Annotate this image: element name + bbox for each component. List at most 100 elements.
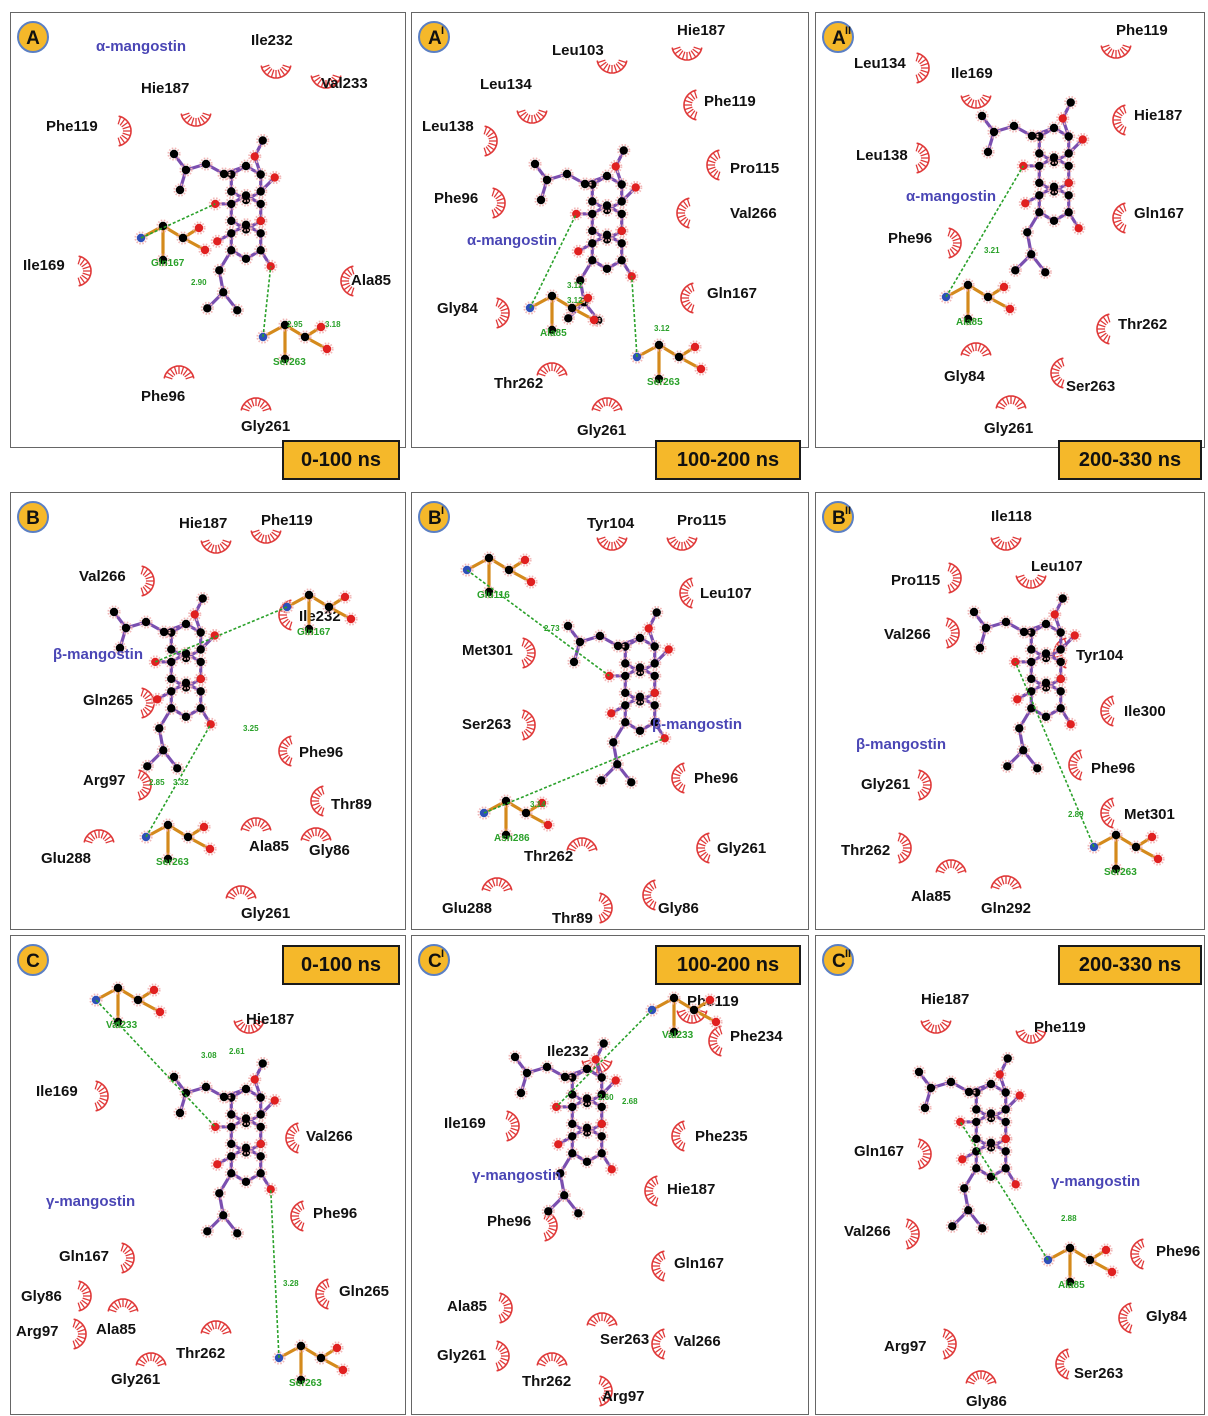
oxygen-atom bbox=[551, 1137, 565, 1151]
carbon-atom bbox=[224, 197, 238, 211]
residue-label: Phe96 bbox=[1156, 1243, 1200, 1260]
hydrophobic-arc bbox=[117, 115, 132, 147]
carbon-atom bbox=[161, 818, 175, 832]
hydrophobic-arc bbox=[920, 1019, 952, 1034]
hydrophobic-arc bbox=[905, 1218, 920, 1250]
carbon-atom bbox=[1024, 701, 1038, 715]
hydrogen-bond bbox=[959, 1121, 1049, 1261]
residue-label: Ile300 bbox=[1124, 703, 1166, 720]
panel-label-superscript: II bbox=[845, 25, 851, 37]
residue-label: Tyr104 bbox=[1076, 647, 1124, 664]
oxygen-atom bbox=[314, 320, 328, 334]
hydrophobic-arc bbox=[135, 1352, 167, 1367]
carbon-atom bbox=[254, 226, 268, 240]
carbon-atom bbox=[1024, 655, 1038, 669]
carbon-atom bbox=[1039, 617, 1053, 631]
carbon-atom bbox=[610, 757, 624, 771]
carbon-atom bbox=[199, 157, 213, 171]
carbon-atom bbox=[618, 698, 632, 712]
carbon-atom bbox=[224, 1166, 238, 1180]
carbon-atom bbox=[565, 1070, 579, 1085]
hydrophobic-arc bbox=[200, 1320, 232, 1335]
carbon-atom bbox=[499, 794, 513, 808]
hydrophobic-arc bbox=[1015, 574, 1047, 589]
panel-label-badge: A bbox=[17, 21, 49, 53]
oxygen-atom bbox=[1018, 196, 1032, 210]
residue-label: Ile169 bbox=[444, 1115, 486, 1132]
hydrogen-bond bbox=[483, 737, 666, 814]
carbon-atom bbox=[1008, 263, 1022, 277]
hydrophobic-arc bbox=[240, 817, 272, 832]
residue-label: Hie187 bbox=[179, 515, 227, 532]
residue-label: Phe96 bbox=[299, 744, 343, 761]
carbon-atom bbox=[667, 1025, 681, 1039]
hydrophobic-arc bbox=[947, 227, 962, 259]
hydrophobic-arc bbox=[960, 94, 992, 109]
carbon-atom bbox=[514, 1086, 528, 1100]
hydrophobic-arc bbox=[990, 875, 1022, 890]
oxygen-atom bbox=[208, 1120, 222, 1134]
carbon-atom bbox=[585, 207, 599, 221]
carbon-atom bbox=[585, 224, 599, 238]
carbon-atom bbox=[557, 1188, 571, 1202]
carbon-atom bbox=[571, 1206, 585, 1220]
residue-label: Val266 bbox=[79, 568, 126, 585]
carbon-atom bbox=[1024, 247, 1038, 261]
carbon-atom bbox=[502, 563, 516, 577]
residue-label: Gly86 bbox=[966, 1393, 1007, 1410]
hydrophobic-arc bbox=[1130, 1238, 1145, 1270]
residue-label: Gln265 bbox=[339, 1283, 389, 1300]
carbon-atom bbox=[164, 655, 178, 669]
carbon-atom bbox=[254, 1090, 268, 1105]
bound-residue-label: Gln167 bbox=[151, 258, 185, 269]
oxygen-atom bbox=[595, 1117, 609, 1131]
carbon-atom bbox=[648, 656, 662, 671]
carbon-atom bbox=[984, 1077, 998, 1091]
oxygen-atom bbox=[204, 717, 218, 731]
carbon-atom bbox=[1054, 655, 1068, 669]
hydrogen-bond bbox=[945, 165, 1024, 298]
hydrophobic-arc bbox=[1015, 1029, 1047, 1044]
residue-label: Ala85 bbox=[447, 1298, 487, 1315]
carbon-atom bbox=[561, 311, 575, 325]
carbon-atom bbox=[618, 656, 632, 671]
carbon-atom bbox=[981, 145, 995, 159]
carbon-atom bbox=[1056, 591, 1070, 606]
carbon-atom bbox=[239, 1141, 253, 1155]
hydrophobic-arc bbox=[250, 529, 282, 544]
hydrophobic-arc bbox=[163, 365, 195, 380]
residue-label: Phe96 bbox=[888, 230, 932, 247]
carbon-atom bbox=[194, 655, 208, 669]
hydrophobic-arc bbox=[137, 769, 152, 801]
residue-label: Thr89 bbox=[552, 910, 593, 927]
carbon-atom bbox=[578, 177, 592, 191]
residue-label: Gly261 bbox=[241, 905, 290, 922]
carbon-atom bbox=[540, 173, 554, 187]
carbon-atom bbox=[687, 1003, 701, 1017]
carbon-atom bbox=[999, 1161, 1013, 1175]
carbon-atom bbox=[256, 1056, 270, 1071]
carbon-atom bbox=[1062, 146, 1076, 161]
residue-label: Phe234 bbox=[730, 1028, 783, 1045]
carbon-atom bbox=[1024, 625, 1038, 640]
carbon-atom bbox=[157, 625, 171, 639]
hydrophobic-arc bbox=[1112, 104, 1127, 136]
oxygen-atom bbox=[589, 1052, 603, 1067]
residue-label: Phe119 bbox=[46, 118, 98, 135]
hydrophobic-arc bbox=[543, 1210, 558, 1242]
oxygen-atom bbox=[629, 180, 643, 195]
oxygen-atom bbox=[248, 1072, 262, 1087]
carbon-atom bbox=[254, 1149, 268, 1163]
hydrophobic-arc bbox=[94, 1080, 109, 1112]
oxygen-atom bbox=[147, 983, 161, 997]
hydrophobic-arc bbox=[300, 827, 332, 842]
carbon-atom bbox=[239, 159, 253, 173]
